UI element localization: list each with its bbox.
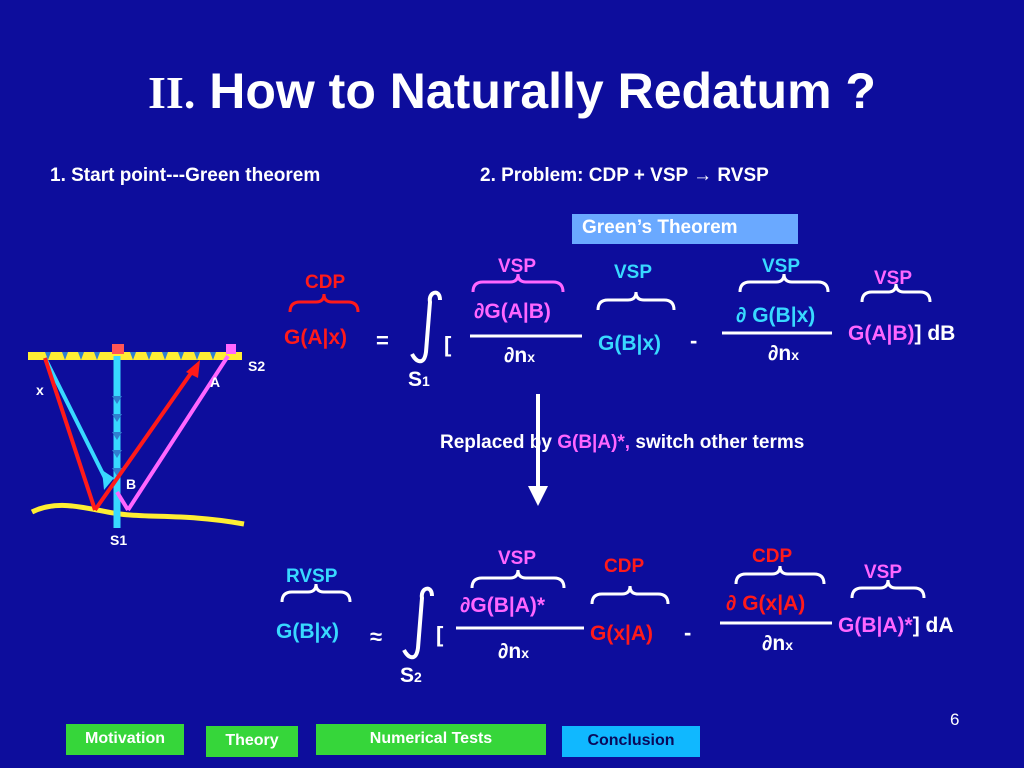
eq1-bracket: [: [444, 332, 452, 357]
brace-vsp3: [738, 273, 830, 293]
eq1-tail-group: G(A|B)] dB: [848, 322, 955, 346]
ray-x-down: [43, 357, 97, 511]
ray-xb-arrowhead: [102, 470, 114, 490]
brace-rvsp: [280, 583, 352, 603]
eq2-tail: ] dA: [912, 614, 954, 637]
label-x: x: [36, 382, 44, 398]
label-b: B: [126, 476, 137, 492]
borehole-receivers: [112, 396, 122, 476]
brace-vsp4: [860, 283, 932, 303]
ray-b-reflect: [115, 490, 130, 512]
page-number: 6: [950, 710, 960, 729]
eq1-frac1-den: ∂nx: [504, 344, 536, 367]
eq1-label-vsp3: VSP: [762, 256, 801, 277]
eq2-label-cdp2: CDP: [752, 546, 793, 567]
eq1-label-vsp4: VSP: [874, 268, 913, 289]
replacement-note: Replaced by G(B|A)*, switch other terms: [440, 432, 805, 453]
eq1-braces: [288, 273, 932, 313]
eq1-frac2-den: ∂nx: [768, 342, 800, 365]
brace-cdp1-eq2: [590, 585, 670, 605]
eq2-frac2-den: ∂nx: [762, 632, 794, 655]
eq2-label-vsp1: VSP: [498, 548, 537, 569]
eq1-frac2-num: ∂ G(B|x): [736, 304, 816, 327]
label-s2: S2: [248, 358, 266, 374]
nav-conclusion-button[interactable]: Conclusion: [562, 726, 700, 757]
eq2-frac1-den: ∂nx: [498, 640, 530, 663]
receiver-marker-a: [226, 344, 236, 354]
ray-diagram: [28, 344, 245, 528]
direct-ray-xb: [43, 357, 110, 485]
brace-cdp2-eq2: [734, 565, 826, 585]
eq1-minus: -: [690, 328, 698, 353]
eq2-label-rvsp: RVSP: [286, 566, 338, 587]
title-text: How to Naturally Redatum ?: [209, 63, 876, 119]
eq2-tail-group: G(B|A)*] dA: [838, 614, 954, 638]
integral-sign-1: [410, 290, 442, 364]
eq1-lhs: G(A|x): [284, 326, 348, 349]
eq1-label-vsp1: VSP: [498, 256, 537, 277]
nav-numerical-tests-button[interactable]: Numerical Tests: [316, 724, 546, 755]
transform-arrow-head: [528, 486, 548, 506]
eq1-integral-sub: S1: [408, 368, 430, 391]
surface-line: [28, 352, 242, 360]
eq2-label-cdp1: CDP: [604, 556, 645, 577]
eq1-frac1-num: ∂G(A|B): [474, 300, 551, 323]
eq1-equals: =: [376, 328, 389, 353]
label-s1: S1: [110, 532, 128, 548]
eq1-term-gbx: G(B|x): [598, 332, 662, 355]
brace-cdp: [288, 293, 360, 313]
eq2-lhs: G(B|x): [276, 620, 340, 643]
ray-up-a: [93, 364, 198, 512]
eq2-label-vsp2: VSP: [864, 562, 903, 583]
brace-vsp2: [596, 291, 676, 311]
source-marker: [112, 344, 124, 354]
label-a: A: [210, 374, 221, 390]
eq2-minus: -: [684, 620, 692, 645]
point-1: 1. Start point---Green theorem: [50, 165, 321, 186]
eq2-frac1-num: ∂G(B|A)*: [460, 594, 546, 617]
eq2-bracket: [: [436, 622, 444, 647]
eq1-term-gab: G(A|B): [848, 322, 915, 345]
ray-a-b: [126, 354, 230, 512]
brace-vsp1-eq2: [470, 569, 566, 589]
eq1-tail: ] dB: [914, 322, 956, 345]
nav-motivation-button[interactable]: Motivation: [66, 724, 184, 755]
eq2-braces: [280, 565, 926, 605]
eq2-frac2-num: ∂ G(x|A): [726, 592, 806, 615]
eq2-approx: ≈: [370, 624, 383, 649]
slide-title: II. How to Naturally Redatum ?: [0, 62, 1024, 120]
eq2-term-gxa: G(x|A): [590, 622, 654, 645]
point-2: 2. Problem: CDP + VSP → RVSP: [480, 165, 769, 186]
brace-vsp2-eq2: [850, 579, 926, 599]
eq2-integral-sub: S2: [400, 664, 422, 687]
greens-theorem-badge: Green’s Theorem: [572, 214, 798, 244]
brace-vsp1: [471, 273, 565, 293]
nav-theory-button[interactable]: Theory: [206, 726, 298, 757]
receiver-markers: [45, 352, 216, 360]
integral-sign-2: [402, 586, 434, 660]
eq2-term-gba: G(B|A)*: [838, 614, 913, 637]
eq1-label-vsp2: VSP: [614, 262, 653, 283]
title-roman-numeral: II.: [148, 67, 196, 118]
reflector-curve: [30, 503, 245, 527]
ray-up-a-arrowhead: [186, 360, 200, 378]
eq1-label-cdp: CDP: [305, 272, 346, 293]
